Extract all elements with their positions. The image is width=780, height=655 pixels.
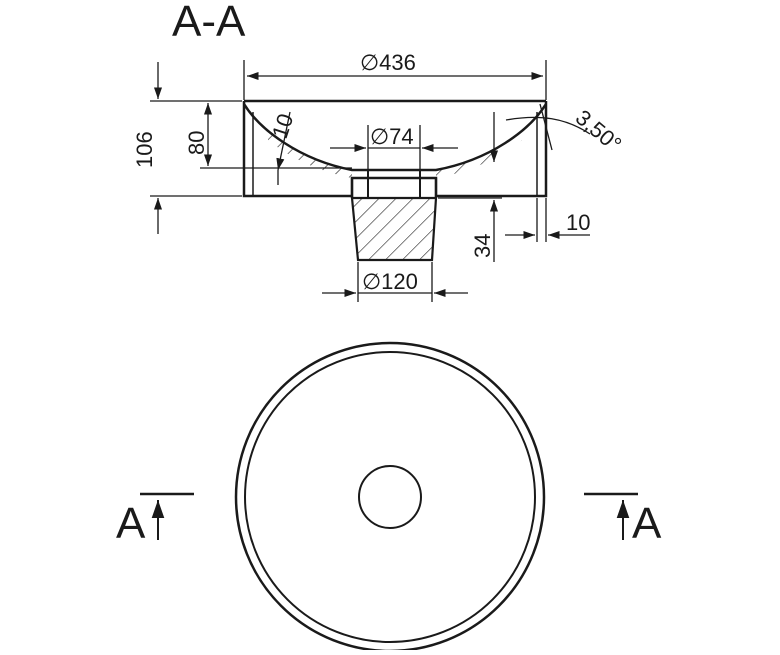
section-view — [242, 99, 548, 262]
dim-bowl-height: 80 — [184, 131, 209, 155]
dim-arc-wall-angle — [505, 116, 591, 135]
section-title: A-A — [172, 0, 246, 46]
dim-base-diameter: ∅120 — [362, 269, 418, 294]
basin-inner-rim — [244, 351, 536, 643]
dim-line-wall-thickness — [276, 111, 291, 171]
section-marker-right: A — [584, 492, 662, 548]
dim-outer-diameter: ∅436 — [360, 50, 416, 75]
basin-outer-wall — [242, 101, 548, 198]
pedestal-base — [350, 196, 438, 262]
dimensions: ∅436 106 80 10 ∅74 ∅120 34 — [132, 50, 626, 302]
shell-hatch-right — [436, 130, 522, 178]
shell-hatch-left — [268, 130, 352, 178]
section-marker-left: A — [116, 492, 194, 548]
drain-hole — [367, 169, 421, 199]
dim-wall-angle: 3,50° — [571, 105, 627, 157]
basin-outer-rim — [234, 341, 546, 653]
dim-rim-thickness: 10 — [566, 210, 590, 235]
drain-circle — [358, 465, 422, 529]
dim-drain-diameter: ∅74 — [370, 124, 414, 149]
dim-total-height: 106 — [132, 131, 157, 168]
angle-ref-line — [539, 103, 553, 151]
top-view — [234, 341, 546, 653]
dim-base-height: 34 — [470, 234, 495, 258]
section-label-left: A — [116, 499, 146, 548]
section-label-right: A — [632, 499, 662, 548]
